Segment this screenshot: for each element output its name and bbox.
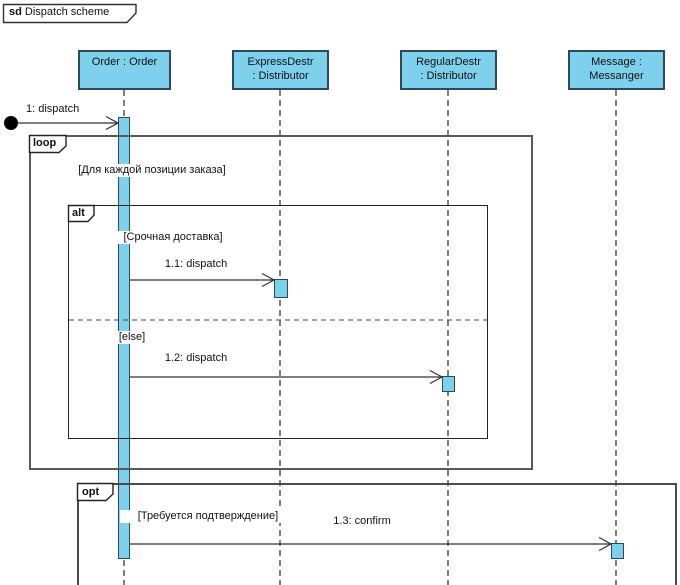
message-1-1-label[interactable]: 1.1: dispatch: [150, 258, 242, 271]
loop-fragment-frame[interactable]: [29, 135, 533, 470]
lifeline-name-line2: : Distributor: [420, 70, 477, 82]
alt-operator-pentagon: [67, 204, 95, 223]
lifeline-name-line2: Messanger: [589, 70, 644, 82]
activation-messanger[interactable]: [611, 543, 624, 559]
lifeline-head-messanger[interactable]: Message : Messanger: [568, 50, 665, 90]
message-1-label[interactable]: 1: dispatch: [26, 103, 80, 115]
message-1-2-arrowhead: [429, 369, 444, 385]
opt-fragment-frame[interactable]: [77, 483, 677, 585]
message-1-3-label[interactable]: 1.3: confirm: [320, 515, 404, 528]
alt-fragment-frame[interactable]: [68, 205, 488, 439]
opt-operator-pentagon: [76, 482, 114, 502]
lifeline-head-expressdestr[interactable]: ExpressDestr : Distributor: [232, 50, 329, 90]
loop-operator-label: loop: [33, 137, 57, 149]
lifeline-name: RegularDestr: [416, 56, 481, 68]
opt-operator-label: opt: [82, 486, 100, 498]
diagram-title-name: Dispatch scheme: [21, 6, 110, 18]
alt-guard2-label: [else]: [108, 331, 156, 344]
diagram-frame-tab: [2, 3, 137, 24]
lifeline-name: ExpressDestr: [247, 56, 314, 68]
activation-expressdestr[interactable]: [274, 279, 288, 298]
alt-operator-label: alt: [72, 207, 85, 219]
message-1-1-arrowhead: [261, 272, 276, 288]
loop-guard-label: [Для каждой позиции заказа]: [54, 164, 250, 177]
diagram-title-keyword: sd: [9, 6, 22, 18]
found-message-endpoint[interactable]: [4, 116, 18, 130]
opt-guard-label: [Требуется подтверждение]: [120, 510, 296, 523]
lifeline-name-line2: : Distributor: [252, 70, 309, 82]
lifeline-head-order[interactable]: Order : Order: [78, 50, 171, 90]
diagram-title: sd Dispatch scheme: [9, 6, 109, 19]
loop-operator-pentagon: [28, 134, 67, 154]
message-1-3-arrowhead: [598, 536, 613, 552]
message-1-2-label[interactable]: 1.2: dispatch: [150, 352, 242, 365]
alt-guard1-label: [Срочная доставка]: [110, 231, 236, 244]
message-1-arrowhead: [105, 115, 120, 131]
lifeline-name: Message :: [591, 56, 642, 68]
lifeline-name: Order : Order: [91, 56, 158, 68]
lifeline-head-regulardestr[interactable]: RegularDestr : Distributor: [400, 50, 497, 90]
